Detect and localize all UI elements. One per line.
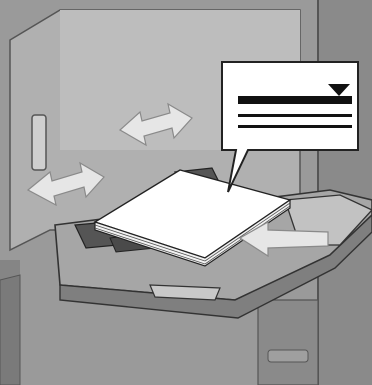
paper-line-1 — [238, 114, 352, 117]
lower-left-edge — [0, 275, 20, 385]
limit-bar — [238, 96, 352, 104]
left-slot — [32, 115, 46, 170]
paper-line-2 — [238, 125, 352, 128]
lower-right-block — [258, 300, 318, 385]
lower-handle — [268, 350, 308, 362]
tray-front-slot — [150, 285, 220, 300]
